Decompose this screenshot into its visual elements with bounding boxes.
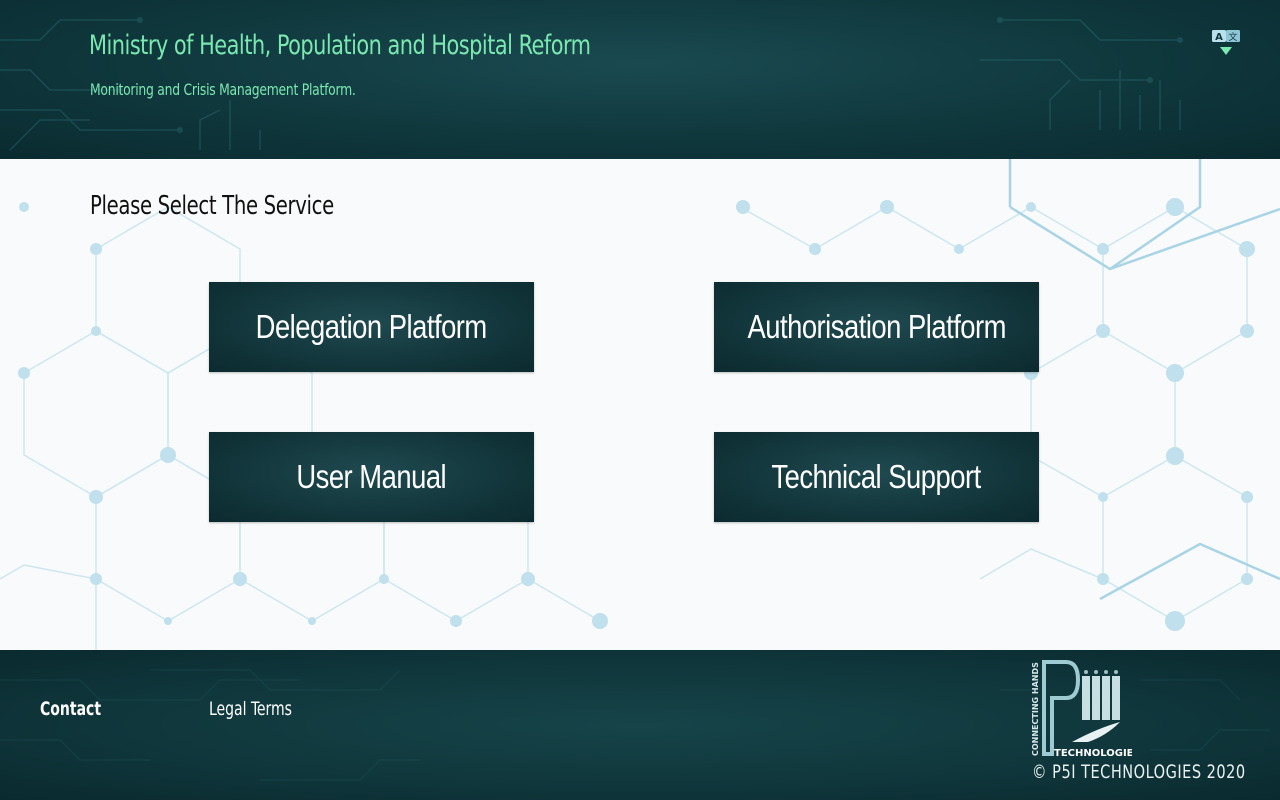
service-selection-panel: Please Select The Service Delegation Pla…: [0, 159, 1280, 650]
svg-text:文: 文: [1228, 31, 1237, 43]
button-label: Delegation Platform: [255, 308, 488, 345]
hexagon-network-background: [0, 159, 1280, 650]
delegation-platform-button[interactable]: Delegation Platform: [209, 282, 534, 372]
footer: Contact Legal Terms CONNECTING HANDS TEC…: [0, 650, 1280, 800]
translate-icon: A 文: [1212, 30, 1240, 55]
authorisation-platform-button[interactable]: Authorisation Platform: [714, 282, 1039, 372]
button-label: Technical Support: [771, 458, 982, 495]
technical-support-button[interactable]: Technical Support: [714, 432, 1039, 522]
service-prompt: Please Select The Service: [90, 191, 334, 221]
logo-name: TECHNOLOGIES: [1054, 748, 1132, 759]
circuit-pattern: [0, 669, 1270, 781]
header: Ministry of Health, Population and Hospi…: [0, 0, 1280, 159]
p5i-logo: CONNECTING HANDS TECHNOLOGIES: [1031, 660, 1132, 759]
copyright-text: © P5I TECHNOLOGIES 2020: [1032, 761, 1246, 783]
language-switch-button[interactable]: A 文: [1210, 29, 1242, 59]
user-manual-button[interactable]: User Manual: [209, 432, 534, 522]
page-title: Ministry of Health, Population and Hospi…: [89, 30, 591, 61]
button-label: Authorisation Platform: [747, 308, 1006, 345]
svg-text:A: A: [1215, 32, 1223, 43]
contact-link[interactable]: Contact: [40, 698, 102, 720]
page-subtitle: Monitoring and Crisis Management Platfor…: [90, 80, 356, 99]
logo-tagline: CONNECTING HANDS: [1031, 662, 1040, 756]
legal-terms-link[interactable]: Legal Terms: [209, 698, 292, 720]
circuit-pattern: [0, 17, 1183, 151]
button-label: User Manual: [296, 458, 447, 495]
